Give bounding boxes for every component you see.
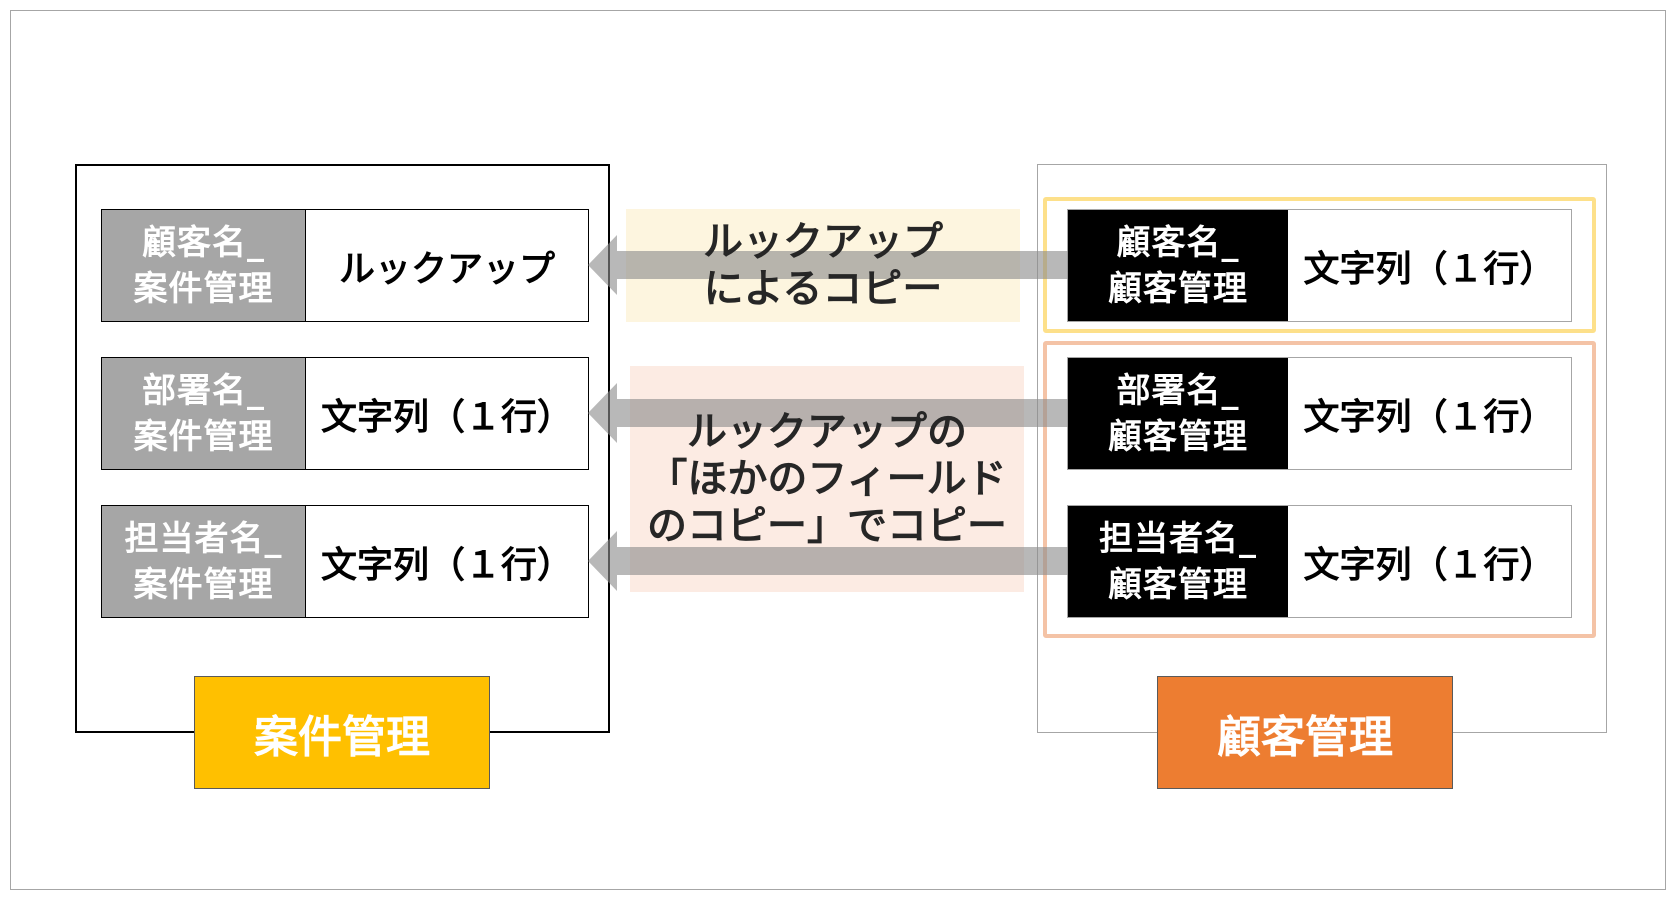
field-name: 顧客名_ 顧客管理 <box>1068 210 1288 321</box>
lookup-copy-text: ルックアップ によるコピー <box>703 218 943 312</box>
field-type: 文字列（１行） <box>1303 544 1556 586</box>
anken-field-row-customer: 顧客名_ 案件管理 ルックアップ <box>101 209 589 322</box>
field-type: 文字列（１行） <box>305 358 588 469</box>
field-type: 文字列（１行） <box>305 506 588 617</box>
field-name: 顧客名_ 案件管理 <box>102 210 305 321</box>
kokyaku-field-row-person: 担当者名_ 顧客管理 文字列（１行） <box>1067 505 1572 618</box>
field-name: 部署名_ 案件管理 <box>102 358 305 469</box>
diagram-frame <box>10 10 1666 890</box>
arrow-left-icon <box>588 531 1068 591</box>
kokyaku-field-row-department: 部署名_ 顧客管理 文字列（１行） <box>1067 357 1572 470</box>
field-type: 文字列（１行） <box>1303 396 1556 438</box>
field-name: 担当者名_ 案件管理 <box>102 506 305 617</box>
anken-app-label: 案件管理 <box>194 676 490 789</box>
field-name: 担当者名_ 顧客管理 <box>1068 506 1288 617</box>
field-type: 文字列（１行） <box>1303 248 1556 290</box>
field-type: ルックアップ <box>305 210 588 321</box>
anken-field-row-department: 部署名_ 案件管理 文字列（１行） <box>101 357 589 470</box>
kokyaku-field-row-customer: 顧客名_ 顧客管理 文字列（１行） <box>1067 209 1572 322</box>
other-field-copy-text: ルックアップの 「ほかのフィールド のコピー」でコピー <box>647 408 1007 549</box>
other-field-copy-highlight <box>1043 341 1596 638</box>
arrow-left-icon <box>588 235 1068 295</box>
anken-field-row-person: 担当者名_ 案件管理 文字列（１行） <box>101 505 589 618</box>
kokyaku-app-label: 顧客管理 <box>1157 676 1453 789</box>
field-name: 部署名_ 顧客管理 <box>1068 358 1288 469</box>
arrow-left-icon <box>588 383 1068 443</box>
